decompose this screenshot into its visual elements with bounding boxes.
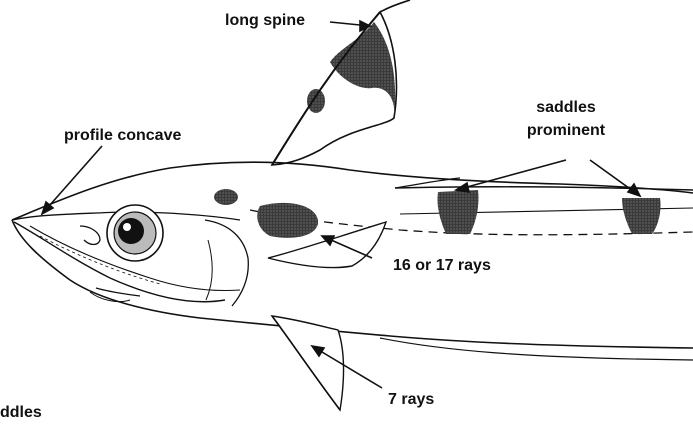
label-saddles-line2: prominent <box>504 123 628 139</box>
label-pelvic-rays: 7 rays <box>388 392 434 408</box>
label-cutoff-saddles: ddles <box>0 405 42 421</box>
long-spine-tip <box>380 0 410 12</box>
arrow-profile-concave <box>42 146 102 214</box>
arrow-saddle-left <box>456 160 566 190</box>
gill-cover <box>205 220 248 306</box>
eye-highlight <box>123 223 131 231</box>
label-saddles-prominent: saddles prominent <box>504 100 628 139</box>
fish-head <box>12 205 248 306</box>
nape-spot <box>214 189 238 205</box>
saddle-marking <box>437 190 478 234</box>
body-dark-patch <box>257 203 318 238</box>
label-pectoral-rays: 16 or 17 rays <box>393 258 491 274</box>
label-profile-concave: profile concave <box>64 128 181 144</box>
dorsal-fin-spot <box>307 89 325 113</box>
label-saddles-line1: saddles <box>504 100 628 116</box>
eye-pupil <box>118 218 144 244</box>
label-long-spine: long spine <box>225 13 305 29</box>
nostril <box>80 226 100 245</box>
saddle-marking <box>622 198 661 234</box>
